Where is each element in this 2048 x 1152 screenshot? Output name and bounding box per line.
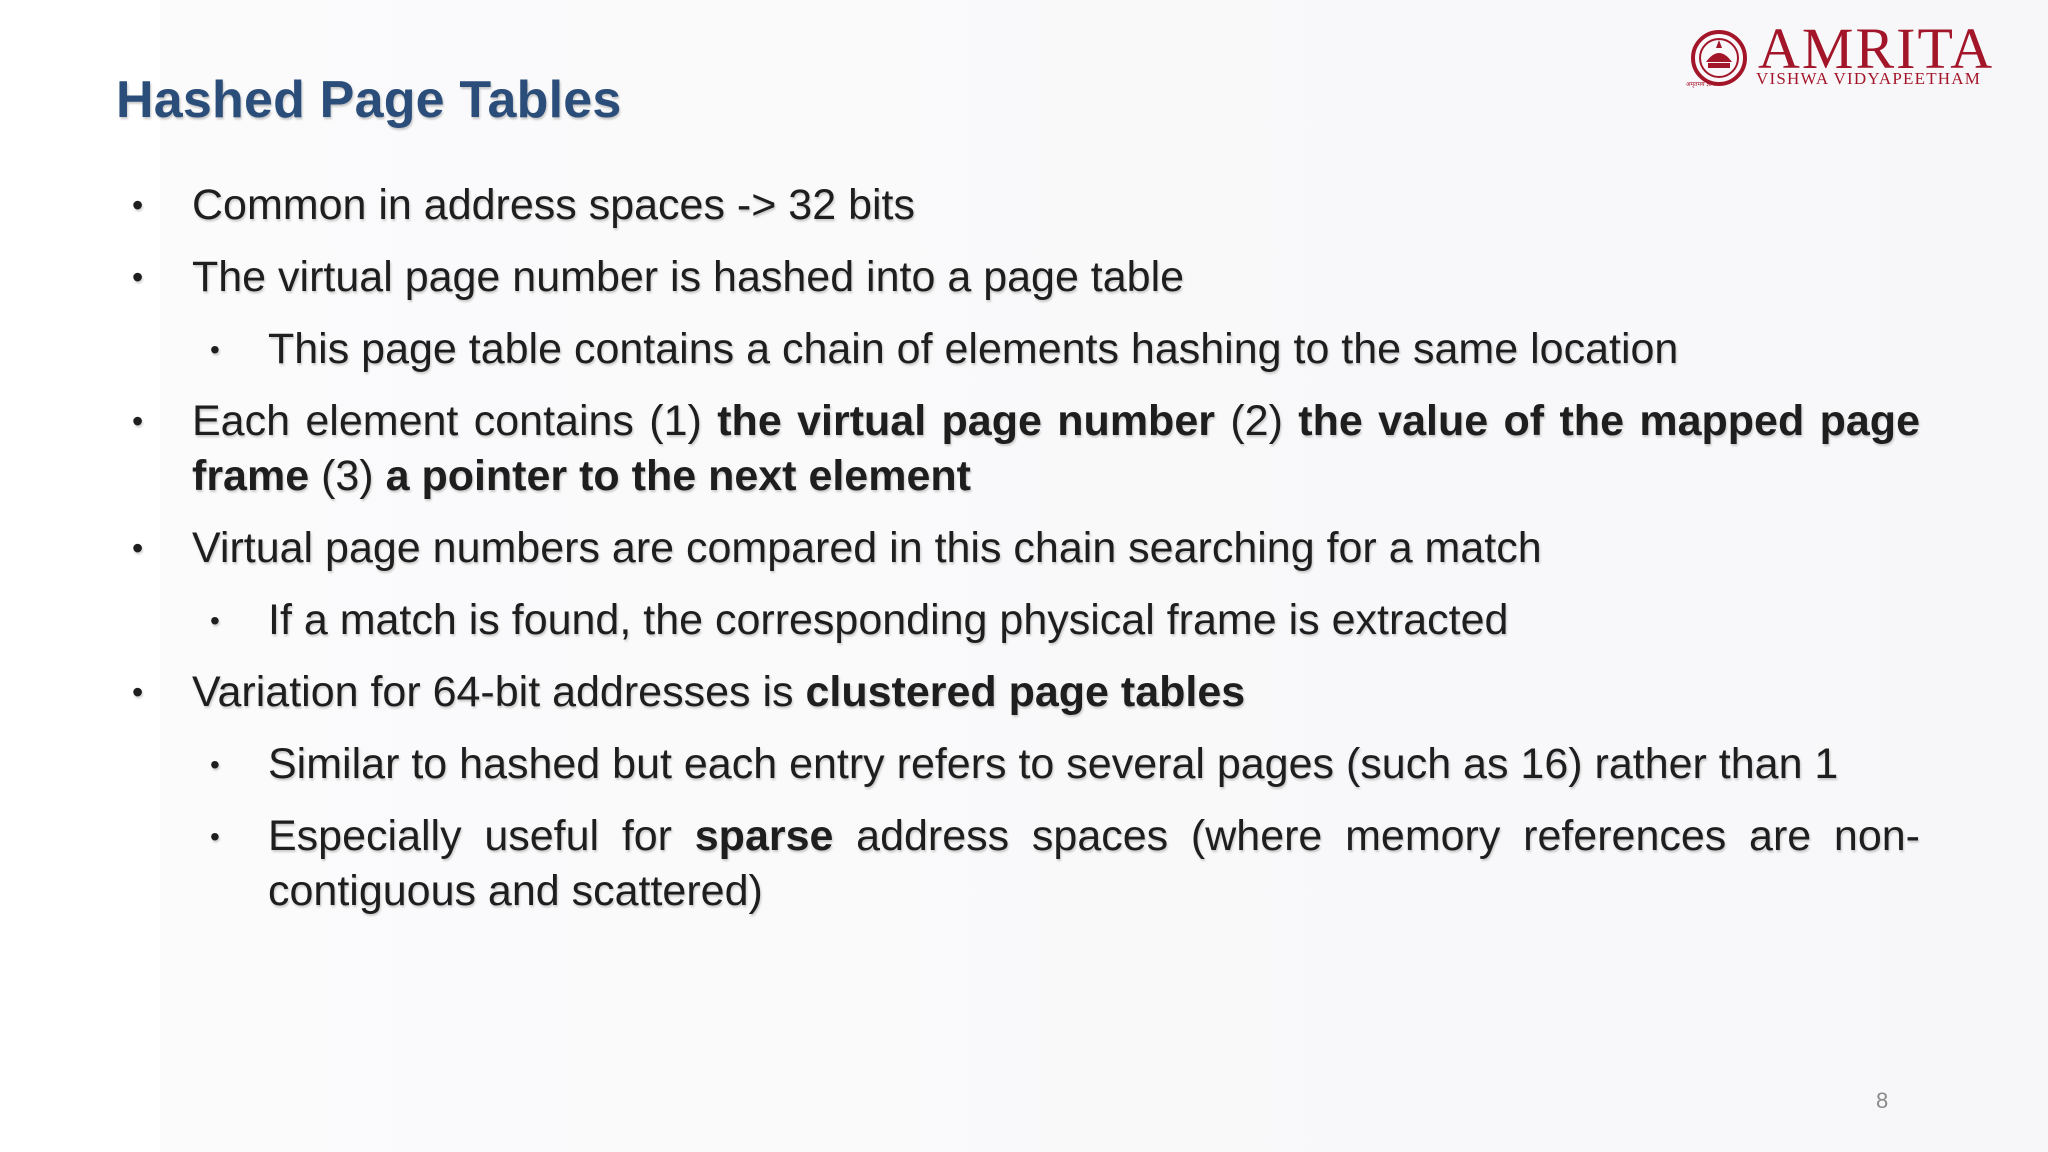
bullet-item: • Virtual page numbers are compared in th… [130,521,1920,576]
bold-text: a pointer to the next element [385,452,971,500]
amrita-logo: AMRITA VISHWA VIDYAPEETHAM अमृतमय ज्ञान [1686,20,2032,92]
text: Each element contains (1) [192,397,718,445]
bullet-marker-icon: • [132,530,144,566]
bullet-item: • Each element contains (1) the virtual p… [130,394,1920,504]
slide-title: Hashed Page Tables [116,71,622,129]
sub-bullet-item: • If a match is found, the corresponding … [130,593,1920,648]
bold-text: clustered page tables [805,668,1246,716]
bullet-marker-icon: • [210,334,220,365]
bullet-marker-icon: • [132,403,144,439]
amrita-emblem-icon [1691,30,1747,86]
text: address spaces (where memory references … [268,812,1920,915]
text: (3) [309,452,386,500]
logo-wordmark: AMRITA [1758,16,1995,81]
bullet-marker-icon: • [132,674,144,710]
text: This page table contains a chain of elem… [268,325,1679,373]
bold-text: the virtual page number [717,397,1215,445]
text: Virtual page numbers are compared in thi… [192,524,1542,572]
bullet-item: • The virtual page number is hashed into … [130,250,1920,305]
text: Similar to hashed but each entry refers … [268,740,1839,788]
bullet-marker-icon: • [210,605,220,636]
sub-bullet-item: • Especially useful for sparse address sp… [130,809,1920,919]
text: (2) [1214,397,1299,445]
bullet-marker-icon: • [210,749,220,780]
bullet-item: • Common in address spaces -> 32 bits [130,178,1920,233]
text: Especially useful for [268,812,695,860]
sub-bullet-item: • This page table contains a chain of ele… [130,322,1920,377]
bullet-marker-icon: • [210,821,220,852]
logo-tagline: अमृतमय ज्ञान [1686,82,1716,88]
bullet-marker-icon: • [132,187,144,223]
bullet-item: • Variation for 64-bit addresses is clust… [130,665,1920,720]
logo-subtitle: VISHWA VIDYAPEETHAM [1756,69,1982,88]
bold-text: sparse [694,812,834,860]
text: The virtual page number is hashed into a… [192,253,1185,301]
slide-margin [0,0,160,1152]
bold-text: the value of the mapped page frame [192,397,1920,500]
bullet-list: • Common in address spaces -> 32 bits • The… [130,178,1920,936]
bullet-marker-icon: • [132,259,144,295]
page-number: 8 [1876,1088,1889,1113]
text: Common in address spaces -> 32 bits [192,181,915,229]
text: If a match is found, the corresponding p… [268,596,1509,644]
sub-bullet-item: • Similar to hashed but each entry refers… [130,737,1920,792]
text: Variation for 64-bit addresses is [192,668,806,716]
